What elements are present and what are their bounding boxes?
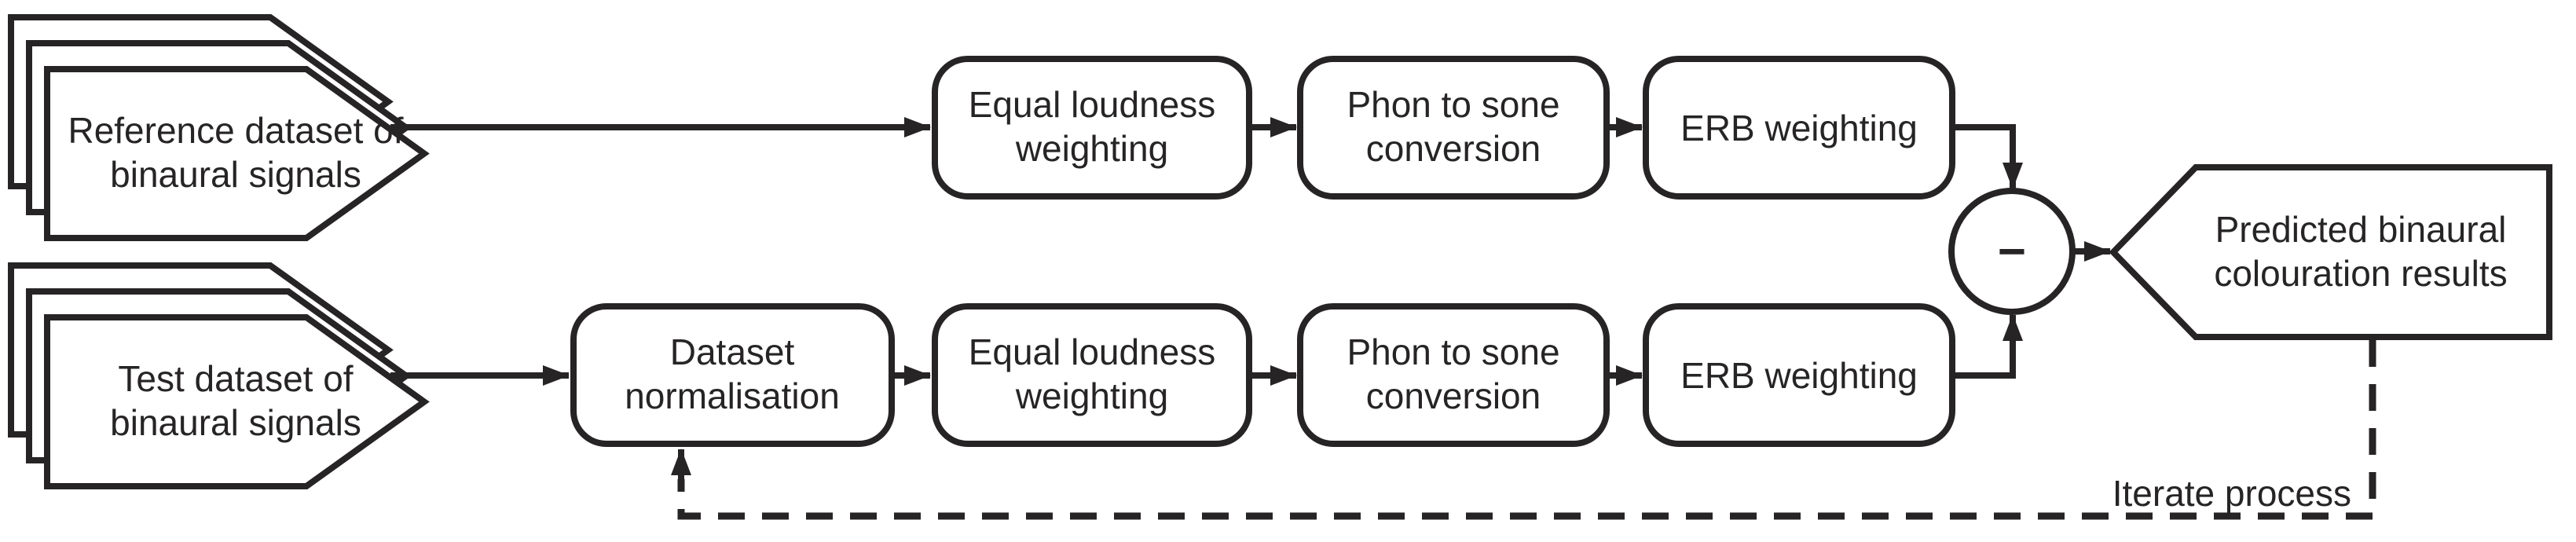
- dataset-normalisation-label-line2: normalisation: [625, 375, 840, 416]
- erb-weighting-bottom-label: ERB weighting: [1680, 355, 1918, 396]
- predicted-results-node: Predicted binaural colouration results: [2109, 164, 2552, 340]
- predicted-results-shape: [2109, 164, 2552, 340]
- minus-operator-icon: −: [1998, 225, 2026, 279]
- reference-dataset-label-line2: binaural signals: [110, 154, 361, 195]
- equal-loudness-weighting-bottom-node: Equal loudness weighting: [932, 303, 1252, 447]
- phon-to-sone-top-node: Phon to sone conversion: [1297, 56, 1610, 200]
- arrow-erb-top-to-subtract: [1952, 124, 2023, 189]
- reference-stack-front-shape: [44, 66, 430, 241]
- erb-weighting-top-label: ERB weighting: [1680, 108, 1918, 148]
- equal-loudness-weighting-top-box: [932, 56, 1252, 200]
- erb-weighting-top-box: [1643, 56, 1955, 200]
- dataset-normalisation-node: Dataset normalisation: [570, 303, 895, 447]
- predicted-results-label-line1: Predicted binaural: [2215, 209, 2507, 250]
- equal-loudness-weighting-top-node: Equal loudness weighting: [932, 56, 1252, 200]
- test-dataset-node: Test dataset of binaural signals: [8, 262, 430, 489]
- dataset-normalisation-box: [570, 303, 895, 447]
- erb-weighting-top-node: ERB weighting: [1643, 56, 1955, 200]
- test-dataset-label-line1: Test dataset of: [118, 358, 353, 399]
- reference-dataset-node: Reference dataset of binaural signals: [8, 14, 430, 241]
- phon-to-sone-bottom-box: [1297, 303, 1610, 447]
- dataset-normalisation-label-line1: Dataset: [670, 331, 795, 372]
- equal-loudness-bottom-label-line2: weighting: [1015, 375, 1168, 416]
- phon-to-sone-bottom-label-line1: Phon to sone: [1347, 331, 1559, 372]
- subtract-junction-circle: [1948, 188, 2076, 315]
- subtract-junction-node: −: [1948, 188, 2076, 315]
- phon-to-sone-top-label-line2: conversion: [1366, 128, 1541, 169]
- arrow-erb-bottom-to-subtract: [1952, 314, 2023, 379]
- equal-loudness-top-label-line2: weighting: [1015, 128, 1168, 169]
- iterate-process-label: Iterate process: [2112, 473, 2351, 514]
- test-dataset-label-line2: binaural signals: [110, 402, 361, 443]
- predicted-results-label-line2: colouration results: [2214, 253, 2507, 294]
- erb-weighting-bottom-node: ERB weighting: [1643, 303, 1955, 447]
- equal-loudness-top-label-line1: Equal loudness: [969, 84, 1216, 125]
- test-stack-front-shape: [44, 314, 430, 489]
- phon-to-sone-top-label-line1: Phon to sone: [1347, 84, 1559, 125]
- erb-weighting-bottom-box: [1643, 303, 1955, 447]
- equal-loudness-bottom-label-line1: Equal loudness: [969, 331, 1216, 372]
- reference-dataset-label-line1: Reference dataset of: [68, 110, 403, 151]
- phon-to-sone-bottom-label-line2: conversion: [1366, 375, 1541, 416]
- equal-loudness-weighting-bottom-box: [932, 303, 1252, 447]
- feedback-dashed-line: [677, 340, 2376, 520]
- phon-to-sone-bottom-node: Phon to sone conversion: [1297, 303, 1610, 447]
- phon-to-sone-top-box: [1297, 56, 1610, 200]
